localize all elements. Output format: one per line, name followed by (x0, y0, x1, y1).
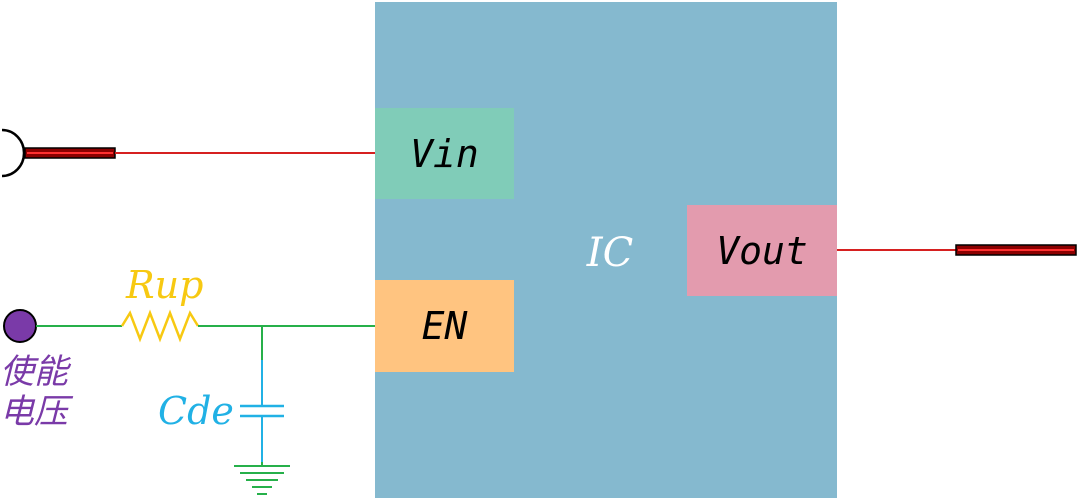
enable-label-line1: 使能 (0, 352, 68, 392)
resistor-label: Rup (126, 263, 204, 307)
ic-label: IC (586, 230, 634, 276)
pin-vin: Vin (375, 108, 514, 199)
input-jack-icon (1, 128, 26, 178)
resistor-rup-icon (120, 309, 200, 343)
pin-vin-label: Vin (410, 131, 479, 176)
enable-voltage-label: 使能 电压 (0, 352, 76, 432)
pin-vout-label: Vout (716, 228, 808, 273)
pin-en-label: EN (421, 304, 468, 348)
enable-label-line2: 电压 (0, 392, 68, 432)
ground-icon (234, 465, 290, 495)
pin-en: EN (375, 280, 514, 372)
capacitor-label: Cde (158, 389, 234, 433)
pin-vout: Vout (687, 205, 837, 296)
enable-terminal-dot-icon (3, 309, 37, 343)
